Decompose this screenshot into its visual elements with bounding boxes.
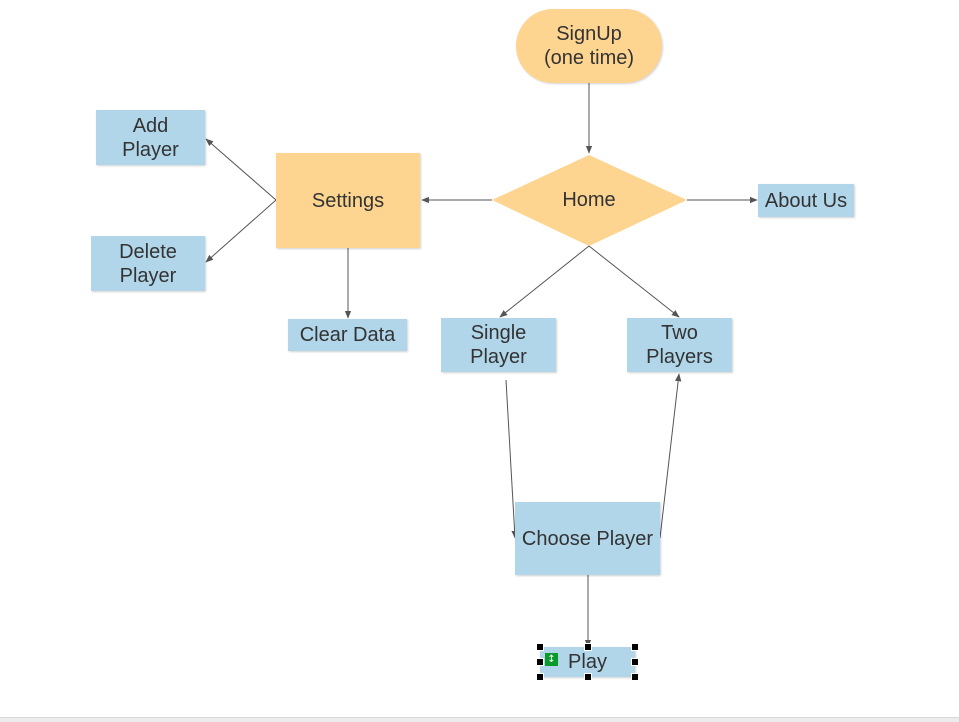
edge-home-two-players[interactable] — [588, 245, 680, 318]
edge-single-player-choose-player[interactable] — [505, 379, 518, 539]
selection-handle-top-right[interactable] — [631, 643, 639, 651]
clear-data-node[interactable]: Clear Data — [288, 319, 407, 351]
selection-handle-middle-right[interactable] — [631, 658, 639, 666]
about-us-label: About Us — [764, 189, 848, 212]
bottom-scrollbar[interactable] — [0, 717, 959, 722]
add-player-node[interactable]: Add Player — [96, 110, 205, 165]
delete-player-node[interactable]: Delete Player — [91, 236, 205, 291]
selection-handle-top-center[interactable] — [584, 643, 592, 651]
settings-label: Settings — [311, 189, 385, 212]
settings-node[interactable]: Settings — [276, 153, 420, 248]
signup-node[interactable]: SignUp (one time) — [516, 9, 662, 83]
edge-settings-delete-player[interactable] — [205, 199, 277, 263]
single-player-node[interactable]: Single Player — [441, 318, 556, 372]
selection-handle-bottom-right[interactable] — [631, 673, 639, 681]
selection-handle-bottom-left[interactable] — [536, 673, 544, 681]
selection-handle-middle-left[interactable] — [536, 658, 544, 666]
single-player-label: Single Player — [470, 322, 527, 368]
two-players-label: Two Players — [646, 322, 713, 368]
choose-player-node[interactable]: Choose Player — [515, 502, 660, 575]
clear-data-label: Clear Data — [299, 324, 396, 346]
play-label: Play — [568, 651, 607, 673]
selection-handle-bottom-center[interactable] — [584, 673, 592, 681]
selection-handle-top-left[interactable] — [536, 643, 544, 651]
home-label: Home — [562, 189, 616, 211]
about-us-node[interactable]: About Us — [758, 184, 854, 217]
add-player-label: Add Player — [122, 114, 179, 161]
two-players-node[interactable]: Two Players — [627, 318, 732, 372]
edge-choose-player-two-players[interactable] — [659, 373, 682, 539]
home-diamond-shape[interactable] — [492, 155, 687, 246]
choose-player-label: Choose Player — [521, 527, 654, 550]
resize-vertical-icon[interactable]: ↕ — [545, 653, 558, 666]
edge-home-single-player[interactable] — [499, 245, 590, 318]
edge-settings-add-player[interactable] — [205, 138, 277, 201]
home-node[interactable]: Home — [540, 186, 638, 214]
delete-player-label: Delete Player — [119, 240, 177, 287]
signup-label: SignUp (one time) — [543, 23, 635, 69]
